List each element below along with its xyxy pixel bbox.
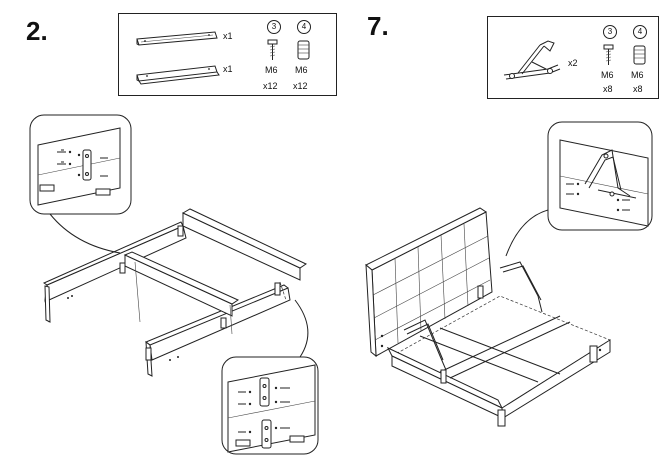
fastener-size-label: M6	[601, 70, 614, 80]
step-7-bed-drawing	[365, 207, 611, 427]
step-7-parts-box: x2 3 4 M6 M6 x8 x8	[487, 16, 659, 99]
fastener-index-badge: 4	[633, 25, 647, 39]
lift-mechanism-icon	[503, 40, 561, 80]
part-quantity-label: x1	[223, 64, 233, 74]
fastener-size-label: M6	[295, 65, 308, 75]
part-quantity-label: x2	[568, 58, 578, 68]
step-2-parts-drawing	[136, 31, 310, 85]
bolt-icon	[603, 44, 614, 65]
fastener-index-badge: 4	[297, 20, 311, 34]
fastener-size-label: M6	[631, 70, 644, 80]
fastener-quantity-label: x12	[293, 81, 308, 91]
step-7-detail-callout	[547, 121, 653, 231]
bolt-icon	[267, 39, 278, 60]
part-quantity-label: x1	[223, 31, 233, 41]
step-7-number: 7.	[367, 11, 389, 41]
fastener-index-badge: 3	[267, 20, 281, 34]
step-2-number: 2.	[26, 16, 48, 46]
barrel-nut-icon	[633, 45, 646, 65]
step-2-detail-callout-bottom	[221, 299, 319, 455]
fastener-quantity-label: x12	[263, 81, 278, 91]
side-rail-part-icon	[136, 31, 218, 46]
fastener-quantity-label: x8	[633, 84, 643, 94]
fastener-size-label: M6	[265, 65, 278, 75]
barrel-nut-icon	[297, 40, 310, 60]
step-2-frame-drawing	[42, 208, 308, 377]
step-2-parts-box: x1 x1 3 4 M6 M6 x12 x12	[118, 13, 337, 96]
step-2-detail-callout-top	[29, 114, 132, 254]
fastener-quantity-label: x8	[603, 84, 613, 94]
step-7-parts-drawing	[503, 40, 646, 80]
center-rail-part-icon	[136, 65, 220, 85]
fastener-index-badge: 3	[603, 25, 617, 39]
